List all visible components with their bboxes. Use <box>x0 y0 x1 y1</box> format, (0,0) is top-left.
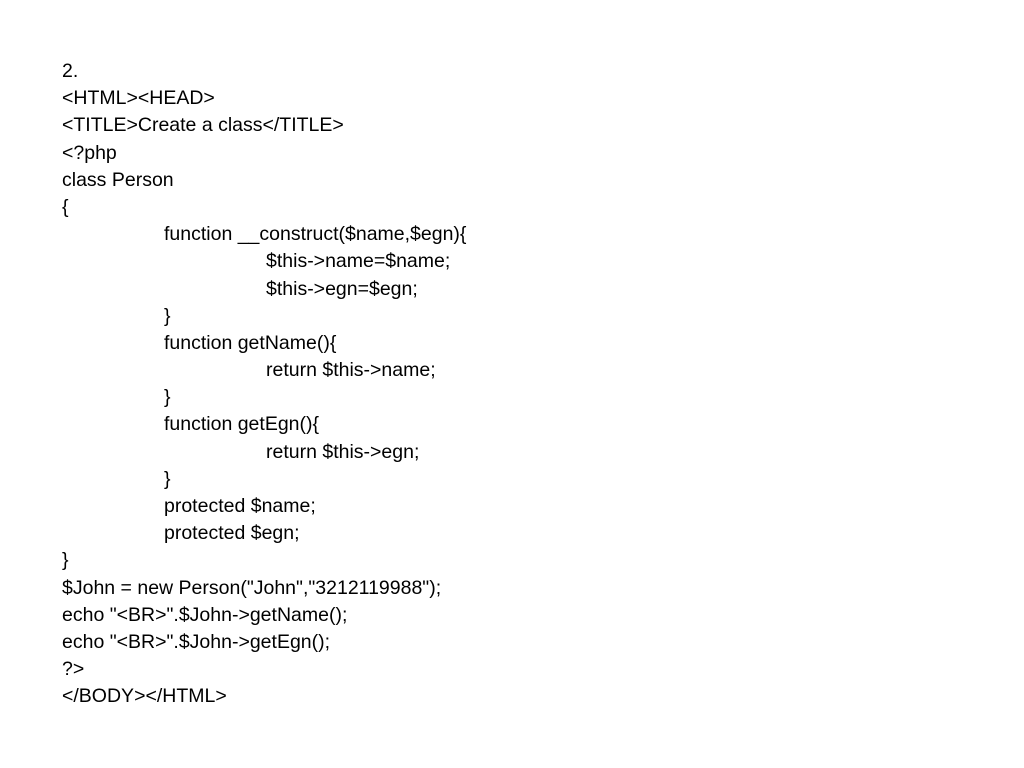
code-line: class Person <box>62 168 174 191</box>
code-line: return $this->egn; <box>266 440 420 463</box>
code-line: } <box>164 467 171 490</box>
code-line: function getName(){ <box>164 331 337 354</box>
code-line: protected $name; <box>164 495 316 517</box>
code-line: <TITLE>Create a class</TITLE> <box>62 114 344 137</box>
code-line: return $this->name; <box>266 359 436 382</box>
code-line: $this->name=$name; <box>266 250 451 273</box>
code-line: } <box>62 549 69 572</box>
code-listing: 2. <HTML><HEAD> <TITLE>Create a class</T… <box>62 58 466 711</box>
code-line: $John = new Person("John","3212119988"); <box>62 576 442 599</box>
code-line: function __construct($name,$egn){ <box>164 223 467 246</box>
code-line: echo "<BR>".$John->getName(); <box>62 603 348 626</box>
code-line: } <box>164 386 171 409</box>
code-line: $this->egn=$egn; <box>266 277 418 300</box>
code-line: </BODY></HTML> <box>62 685 227 708</box>
code-line: } <box>164 304 171 327</box>
slide-number-line: 2. <box>62 60 79 82</box>
code-line: echo "<BR>".$John->getEgn(); <box>62 630 331 653</box>
code-line: protected $egn; <box>164 522 300 545</box>
code-line: <HTML><HEAD> <box>62 87 215 110</box>
code-line: { <box>62 195 69 218</box>
code-line: function getEgn(){ <box>164 413 320 436</box>
code-line: <?php <box>62 141 117 164</box>
code-line: ?> <box>62 658 85 681</box>
